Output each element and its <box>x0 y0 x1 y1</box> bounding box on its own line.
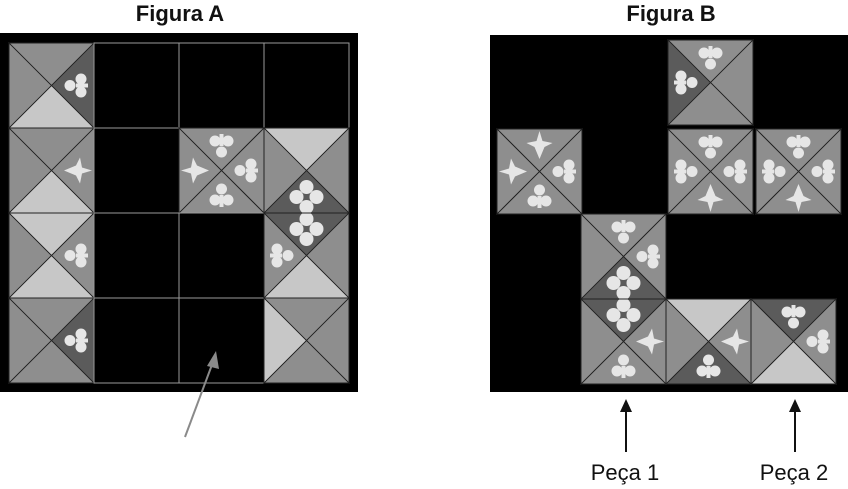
figure-b-tile-4 <box>755 128 842 215</box>
figure-a-tile-r4c1 <box>8 297 95 384</box>
figure-a-empty-r3c2 <box>93 212 180 299</box>
piece-1-label: Peça 1 <box>590 460 660 485</box>
figure-a-empty-r1c3 <box>178 42 265 129</box>
figure-a-title: Figura A <box>135 1 225 26</box>
figure-a-tile-r2c4 <box>263 127 350 214</box>
figure-a-tile-r1c1 <box>8 42 95 129</box>
piece-2-arrow <box>789 399 801 452</box>
figure-a-empty-r3c3 <box>178 212 265 299</box>
figure-a-empty-r1c2 <box>93 42 180 129</box>
figure-a-tile-r2c3 <box>178 127 265 214</box>
figure-a-tile-r3c1 <box>8 212 95 299</box>
piece-2-label: Peça 2 <box>759 460 829 485</box>
figure-b-tile-6 <box>580 298 667 385</box>
figure-b-tile-7 <box>665 298 752 385</box>
figure-b-title: Figura B <box>626 1 716 26</box>
figure-b-tile-1 <box>667 39 754 126</box>
figure-b-grid <box>496 39 842 385</box>
figure-a-empty-r1c4 <box>263 42 350 129</box>
figure-a-arrow <box>184 351 219 438</box>
figure-a-tile-r2c1 <box>8 127 95 214</box>
figure-b-tile-8 <box>750 298 837 385</box>
piece-1-arrow <box>620 399 632 452</box>
figure-b-tile-2 <box>496 128 583 215</box>
figure-a-empty-r4c3 <box>178 297 265 384</box>
figure-a-empty-r4c2 <box>93 297 180 384</box>
figure-a-empty-r2c2 <box>93 127 180 214</box>
figure-a-tile-r4c4 <box>263 297 350 384</box>
figure-b-tile-5 <box>580 213 667 300</box>
figure-b-tile-3 <box>667 128 754 215</box>
figure-a-tile-r3c4 <box>263 212 350 299</box>
figure-a-grid <box>8 42 350 384</box>
